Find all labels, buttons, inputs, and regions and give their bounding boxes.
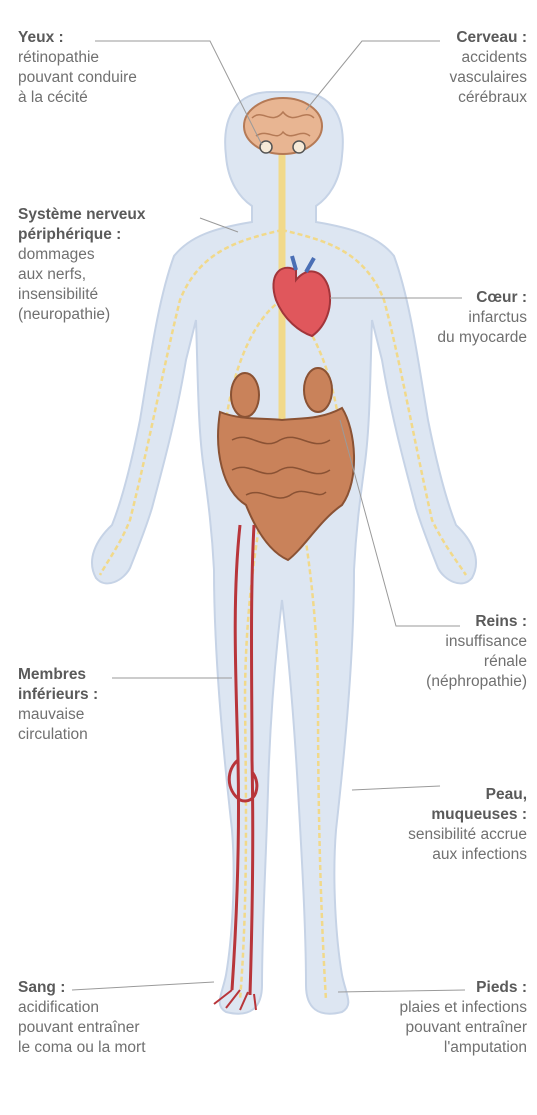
label-peau-desc: sensibilité accrue aux infections [408,825,527,865]
label-pieds-title: Pieds : [399,978,527,998]
label-yeux-title: Yeux : [18,28,137,48]
label-membres-inferieurs: Membres inférieurs : mauvaise circulatio… [18,665,98,745]
label-coeur-desc: infarctus du myocarde [437,308,527,348]
label-snp-title: Système nerveux périphérique : [18,205,146,245]
label-reins: Reins : insuffisance rénale (néphropathi… [426,612,527,692]
label-cerveau: Cerveau : accidents vasculaires cérébrau… [449,28,527,108]
label-cerveau-desc: accidents vasculaires cérébraux [449,48,527,108]
label-sang: Sang : acidification pouvant entraîner l… [18,978,146,1058]
label-yeux-desc: rétinopathie pouvant conduire à la cécit… [18,48,137,108]
label-sang-desc: acidification pouvant entraîner le coma … [18,998,146,1058]
right-eye [293,141,305,153]
label-reins-desc: insuffisance rénale (néphropathie) [426,632,527,692]
left-eye [260,141,272,153]
label-coeur-title: Cœur : [437,288,527,308]
label-cerveau-title: Cerveau : [449,28,527,48]
label-systeme-nerveux: Système nerveux périphérique : dommages … [18,205,146,325]
label-peau: Peau, muqueuses : sensibilité accrue aux… [408,785,527,865]
right-kidney [304,368,332,412]
left-kidney [231,373,259,417]
label-membres-desc: mauvaise circulation [18,705,98,745]
label-coeur: Cœur : infarctus du myocarde [437,288,527,348]
label-reins-title: Reins : [426,612,527,632]
label-snp-desc: dommages aux nerfs, insensibilité (neuro… [18,245,146,325]
label-pieds: Pieds : plaies et infections pouvant ent… [399,978,527,1058]
brain [244,98,322,154]
label-pieds-desc: plaies et infections pouvant entraîner l… [399,998,527,1058]
label-peau-title: Peau, muqueuses : [408,785,527,825]
label-membres-title: Membres inférieurs : [18,665,98,705]
label-yeux: Yeux : rétinopathie pouvant conduire à l… [18,28,137,108]
label-sang-title: Sang : [18,978,146,998]
